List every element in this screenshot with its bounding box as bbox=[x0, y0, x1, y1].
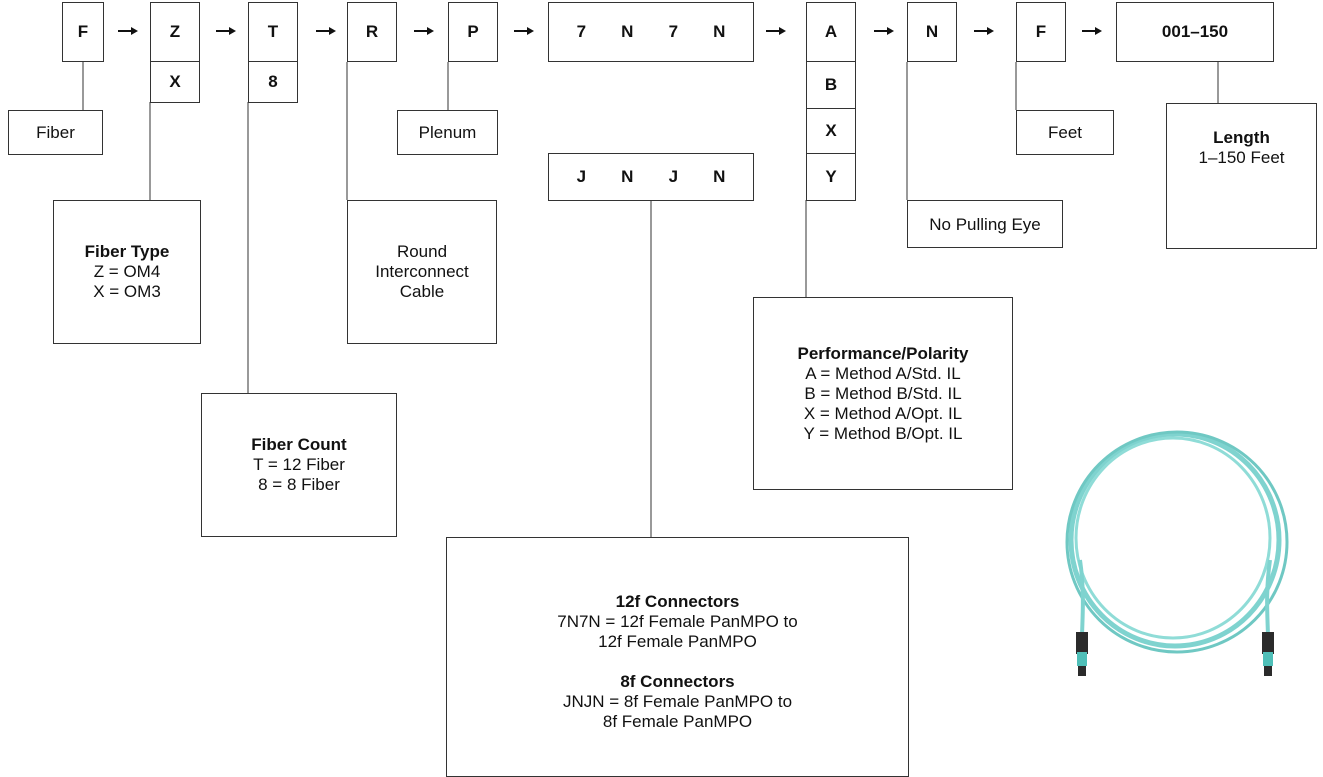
desc-line: X = Method A/Opt. IL bbox=[803, 403, 963, 423]
desc-line: JNJN = 8f Female PanMPO to bbox=[562, 692, 793, 711]
desc-line: T = 12 Fiber bbox=[253, 455, 345, 474]
code-box-round: R bbox=[347, 2, 397, 62]
desc-fiber-count-title: Fiber Count bbox=[251, 435, 347, 454]
desc-line: 8f Female PanMPO bbox=[602, 712, 753, 731]
round-line-2: Interconnect bbox=[375, 262, 469, 281]
connector-code-char: N bbox=[621, 22, 634, 41]
code-box-feet: F bbox=[1016, 2, 1066, 62]
code-box-fiber-count: T bbox=[248, 2, 298, 62]
code-box-length: 001–150 bbox=[1116, 2, 1274, 62]
code-box-fiber-count-alt: 8 bbox=[248, 61, 298, 103]
desc-line: Z = OM4 bbox=[93, 262, 161, 281]
desc-length-title: Length bbox=[1213, 128, 1270, 147]
desc-fiber-type: Fiber Type Z = OM4 X = OM3 bbox=[53, 200, 201, 344]
code-box-polarity-alt-b: B bbox=[806, 61, 856, 109]
label-fiber: Fiber bbox=[8, 110, 103, 155]
desc-line: 7N7N = 12f Female PanMPO to bbox=[557, 612, 798, 631]
code-box-polarity-alt-x: X bbox=[806, 108, 856, 154]
desc-line: 1–150 Feet bbox=[1198, 148, 1285, 167]
desc-length: Length 1–150 Feet bbox=[1166, 103, 1317, 249]
desc-fiber-type-title: Fiber Type bbox=[84, 242, 170, 261]
right-arrow-icons bbox=[118, 27, 1102, 35]
code-box-polarity-alt-y: Y bbox=[806, 153, 856, 201]
label-no-pulling-eye: No Pulling Eye bbox=[907, 200, 1063, 248]
connector-code-char: 7 bbox=[668, 22, 679, 41]
connector-code-char: N bbox=[713, 22, 726, 41]
desc-line: B = Method B/Std. IL bbox=[804, 383, 962, 403]
fiber-cable-image bbox=[1065, 430, 1289, 676]
code-box-pulling-eye: N bbox=[907, 2, 957, 62]
label-feet: Feet bbox=[1016, 110, 1114, 155]
label-round-interconnect-cable: Round Interconnect Cable bbox=[347, 200, 497, 344]
code-box-fiber-type-alt: X bbox=[150, 61, 200, 103]
desc-line: Y = Method B/Opt. IL bbox=[803, 423, 963, 443]
round-line-1: Round bbox=[396, 242, 448, 261]
label-plenum: Plenum bbox=[397, 110, 498, 155]
desc-connectors-8f-title: 8f Connectors bbox=[620, 672, 735, 691]
code-box-connectors-12f: 7 N 7 N bbox=[548, 2, 754, 62]
desc-line: X = OM3 bbox=[93, 282, 161, 301]
desc-line: 12f Female PanMPO bbox=[598, 632, 757, 651]
connector-code-char: J bbox=[576, 167, 587, 186]
desc-line: 8 = 8 Fiber bbox=[258, 475, 340, 494]
code-box-fiber: F bbox=[62, 2, 104, 62]
desc-performance-polarity: Performance/Polarity A = Method A/Std. I… bbox=[753, 297, 1013, 490]
desc-performance-title: Performance/Polarity bbox=[797, 343, 969, 363]
desc-fiber-count: Fiber Count T = 12 Fiber 8 = 8 Fiber bbox=[201, 393, 397, 537]
mpo-connector-left bbox=[1076, 632, 1088, 676]
connector-code-char: N bbox=[713, 167, 726, 186]
code-box-fiber-type: Z bbox=[150, 2, 200, 62]
connector-code-char: J bbox=[668, 167, 679, 186]
code-box-polarity: A bbox=[806, 2, 856, 62]
desc-line: A = Method A/Std. IL bbox=[805, 363, 961, 383]
connector-code-char: 7 bbox=[576, 22, 587, 41]
desc-connectors: 12f Connectors 7N7N = 12f Female PanMPO … bbox=[446, 537, 909, 777]
code-box-connectors-8f: J N J N bbox=[548, 153, 754, 201]
mpo-connector-right bbox=[1262, 632, 1274, 676]
code-box-plenum: P bbox=[448, 2, 498, 62]
round-line-3: Cable bbox=[399, 282, 445, 301]
connector-code-char: N bbox=[621, 167, 634, 186]
desc-connectors-12f-title: 12f Connectors bbox=[615, 592, 740, 611]
